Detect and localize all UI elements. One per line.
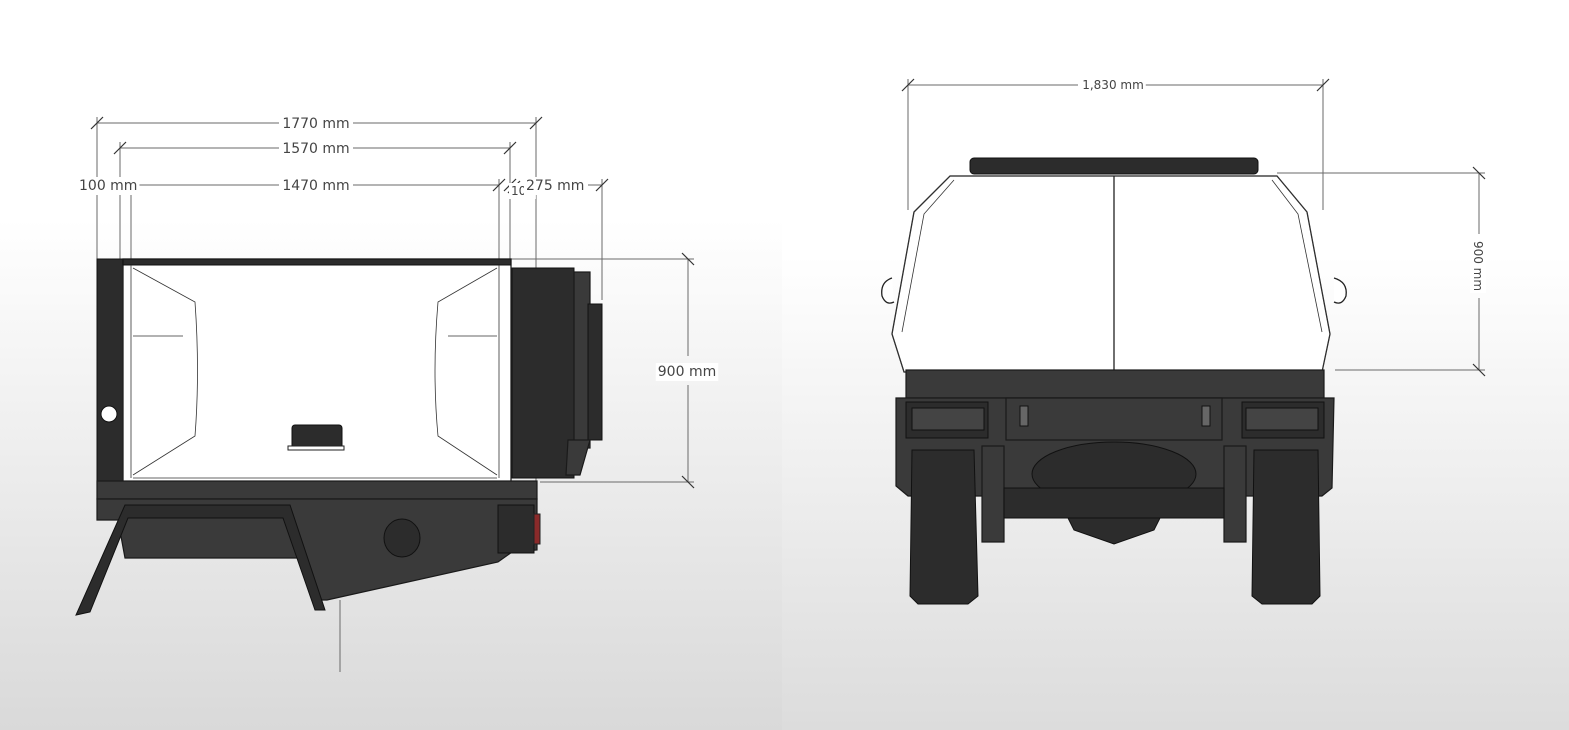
wheel-left (909, 449, 979, 605)
light-circle (100, 405, 118, 423)
rear-rack (511, 267, 603, 479)
dimension-1570: 1570 mm (113, 140, 517, 262)
dim-label-1830: 1,830 mm (1082, 78, 1144, 92)
label-mask (280, 115, 352, 133)
rear-wheels (909, 449, 1321, 605)
side-view-panel: 1770 mm 1570 mm 1470 mm 100 mm (0, 0, 782, 730)
label-mask (1470, 238, 1486, 294)
dim-label-1770: 1770 mm (282, 116, 349, 132)
label-mask (1080, 77, 1146, 93)
dimension-900-side: 900 mm (510, 252, 719, 489)
canopy-handle (291, 424, 343, 450)
rear-view-panel: 1,830 mm 900 mm (782, 0, 1569, 730)
canopy-body (96, 258, 512, 484)
dimension-900-rear: 900 mm (1277, 166, 1486, 377)
label-mask (280, 177, 352, 195)
rear-canopy (881, 157, 1347, 373)
dim-label-1570: 1570 mm (282, 141, 349, 157)
dimension-100-left: 100 mm (77, 177, 140, 195)
side-view-drawing: 1770 mm 1570 mm 1470 mm 100 mm (75, 115, 719, 672)
mirror-right (1333, 277, 1347, 304)
dimension-275: 275 mm (524, 177, 609, 300)
tail-light (533, 513, 541, 545)
tow-hitch-disc (383, 518, 421, 558)
dim-label-1470: 1470 mm (282, 178, 349, 194)
dim-label-900-side: 900 mm (658, 364, 716, 380)
label-mask (77, 177, 140, 195)
label-mask (524, 177, 587, 195)
dimension-1470: 1470 mm (124, 177, 506, 262)
rear-view-drawing: 1,830 mm 900 mm (881, 77, 1486, 605)
label-mask (280, 140, 352, 158)
mirror-left (881, 277, 895, 304)
tray-chassis (75, 480, 541, 672)
dim-label-900-rear: 900 mm (1471, 241, 1485, 291)
wheel-right (1251, 449, 1321, 605)
dim-label-275: 275 mm (526, 178, 584, 194)
rear-chassis (895, 369, 1335, 545)
dimension-1830: 1,830 mm (901, 77, 1330, 210)
dim-label-100-left: 100 mm (79, 178, 137, 194)
label-mask (655, 363, 719, 381)
